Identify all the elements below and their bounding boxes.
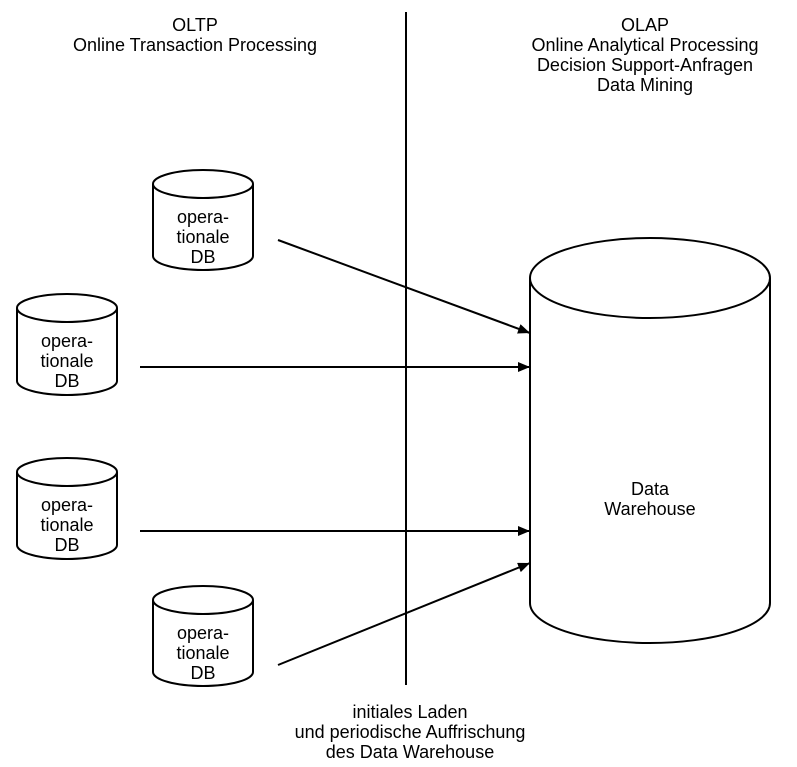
footer-caption: initiales Laden und periodische Auffrisc… — [290, 702, 530, 762]
operational-db-label-3: opera- tionale DB — [40, 495, 94, 555]
oltp-header: OLTP Online Transaction Processing — [40, 15, 350, 55]
arrow-db1-to-warehouse — [277, 239, 531, 334]
operational-db-label-2: opera- tionale DB — [40, 331, 94, 391]
oltp-title: OLTP — [172, 15, 218, 35]
operational-db-label-1: opera- tionale DB — [176, 207, 230, 267]
operational-db-cylinder-1 — [152, 169, 254, 271]
olap-line-2: Decision Support-Anfragen — [536, 55, 754, 75]
footer-line-1: initiales Laden — [352, 702, 468, 722]
operational-db-cylinder-3 — [16, 457, 118, 560]
operational-db-label-4: opera- tionale DB — [176, 623, 230, 683]
oltp-subtitle: Online Transaction Processing — [72, 35, 318, 55]
operational-db-cylinder-4 — [152, 585, 254, 687]
arrow-db4-to-warehouse — [277, 562, 531, 666]
olap-header: OLAP Online Analytical Processing Decisi… — [500, 15, 790, 95]
olap-title: OLAP — [620, 15, 670, 35]
operational-db-cylinder-2 — [16, 293, 118, 396]
warehouse-label: Data Warehouse — [604, 479, 696, 519]
data-warehouse-cylinder — [529, 237, 771, 644]
footer-line-3: des Data Warehouse — [325, 742, 495, 762]
olap-line-3: Data Mining — [596, 75, 694, 95]
footer-line-2: und periodische Auffrischung — [294, 722, 526, 742]
olap-line-1: Online Analytical Processing — [531, 35, 759, 55]
